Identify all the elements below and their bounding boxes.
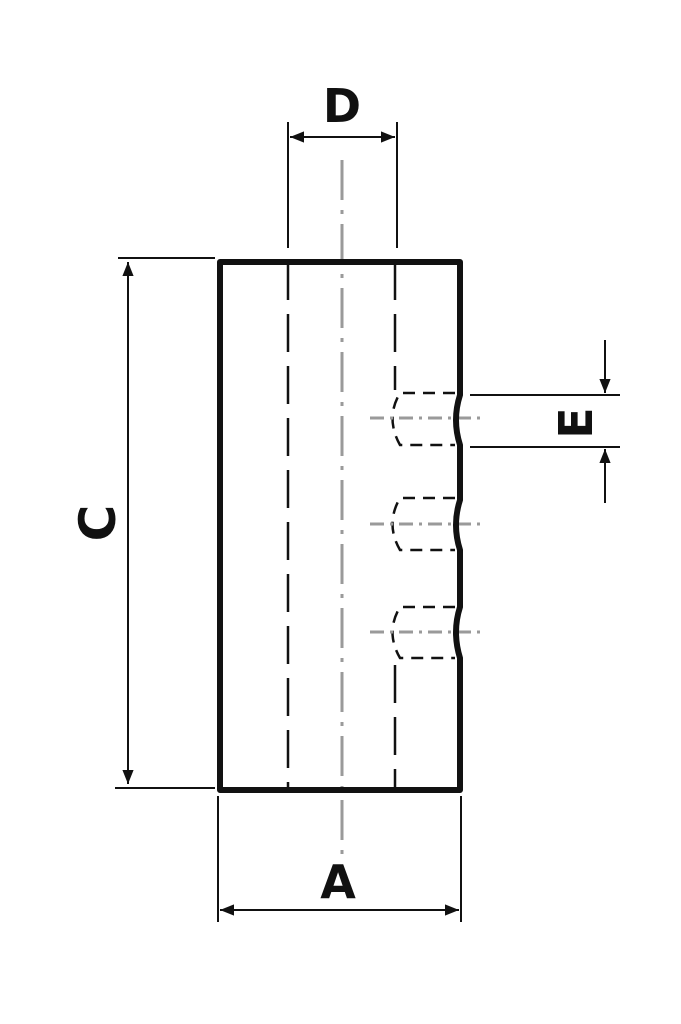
dimension-d — [287, 122, 398, 248]
pin-body-outline — [217, 259, 463, 793]
groove-3 — [370, 605, 480, 660]
dimension-label-a: A — [320, 855, 356, 909]
groove-1 — [370, 391, 480, 447]
dimension-label-c: C — [69, 505, 127, 542]
dimension-c — [115, 257, 215, 789]
dimension-a — [217, 796, 462, 922]
groove-2 — [370, 496, 480, 552]
dimension-label-d: D — [323, 79, 361, 133]
dimension-e — [470, 340, 620, 503]
dimension-label-e: E — [549, 407, 603, 438]
